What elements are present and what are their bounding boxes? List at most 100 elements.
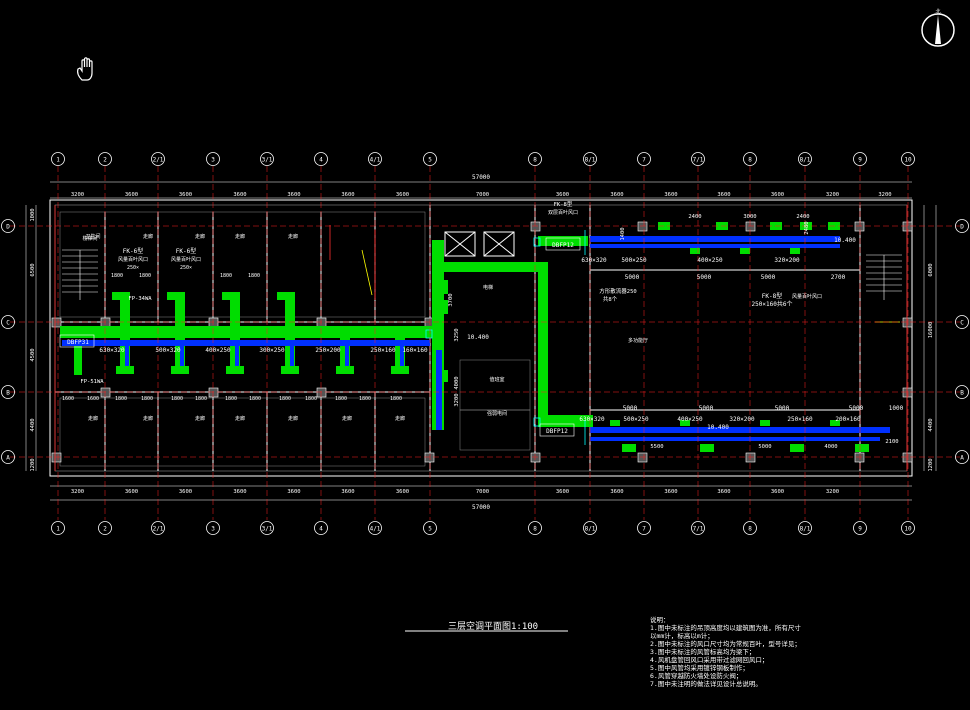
dim-bottom: 3600 — [771, 489, 784, 495]
grid-bubble — [98, 152, 112, 166]
note-line: 说明： — [650, 616, 670, 624]
room-label: 电梯 — [483, 284, 493, 291]
dim-bottom: 3600 — [610, 489, 623, 495]
grid-bubble — [260, 152, 274, 166]
grid-bubble — [206, 152, 220, 166]
grid-bubble-label: 2/1 — [153, 526, 164, 533]
grid-bubble-label: 1 — [56, 526, 60, 533]
dim-top: 3600 — [556, 192, 569, 198]
duct-size-left: 400×250 — [205, 347, 231, 354]
dbfp-left-label: DBFP31 — [67, 339, 89, 346]
dim-top: 3600 — [664, 192, 677, 198]
misc-dim: 2100 — [885, 439, 898, 445]
fp-left-label: FP-34WA — [128, 296, 152, 302]
duct-size-top: 320×200 — [774, 257, 800, 264]
dim-right: 1200 — [928, 458, 934, 471]
dim-bottom: 3600 — [717, 489, 730, 495]
dim-right: 16000 — [928, 322, 934, 339]
grid-bubble — [583, 152, 597, 166]
unit-dim: 1800 — [220, 273, 232, 279]
unit-dim: 1800 — [171, 396, 183, 402]
pan-hand-icon[interactable] — [74, 56, 100, 82]
unit-dim: 1600 — [87, 396, 99, 402]
duct-size-left: 250×200 — [315, 347, 341, 354]
room-label: 走廊 — [395, 415, 405, 422]
grid-bubble — [637, 152, 651, 166]
diffuser-label: 方形散流器250 — [599, 287, 636, 295]
duct-length-top: 2700 — [831, 274, 846, 281]
fk-top-label: FK-8型 — [554, 200, 573, 208]
dim-bottom: 3600 — [125, 489, 138, 495]
duct-size-left: 250×160 — [370, 347, 396, 354]
fk-label: FK-6型 — [176, 247, 196, 255]
dim-left: 4400 — [30, 418, 36, 431]
grid-bubble — [1, 385, 15, 399]
dim-top: 3600 — [233, 192, 246, 198]
unit-dim: 1800 — [249, 396, 261, 402]
fk-label: FK-6型 — [123, 247, 143, 255]
dim-right: 6000 — [928, 263, 934, 276]
duct-network-blue — [62, 236, 890, 441]
dim-left: 1000 — [30, 208, 36, 221]
duct-size-left: 630×320 — [99, 347, 125, 354]
design-notes: 说明：1.图中未标注的吊顶高度均以建筑图为准，所有尺寸 以mm计，标高以m计；2… — [650, 616, 950, 688]
duct-fittings — [425, 230, 586, 445]
grid-bubble — [743, 521, 757, 535]
note-line: 以mm计，标高以m计； — [650, 632, 714, 640]
duct-length-top: 5000 — [761, 274, 776, 281]
fk-label: FK-8型 — [762, 292, 782, 300]
grid-bubble — [314, 152, 328, 166]
dim-left: 6500 — [30, 263, 36, 276]
grid-bubble — [51, 152, 65, 166]
dim-bottom: 3600 — [556, 489, 569, 495]
grid-bubble-label: 10 — [904, 157, 912, 164]
page-title: 三层空调平面图1:100 — [448, 622, 539, 632]
grid-bubble-label: 4/1 — [370, 526, 381, 533]
duct-size-bottom: 500×250 — [623, 416, 649, 423]
fk-sub-label: 风量百叶风口 — [171, 256, 201, 263]
grid-bubble — [260, 521, 274, 535]
note-line: 3.图中未标注的风管标高均为梁下； — [650, 648, 756, 656]
dim-bottom: 3600 — [396, 489, 409, 495]
unit-dim: 1800 — [115, 396, 127, 402]
note-line: 1.图中未标注的吊顶高度均以建筑图为准，所有尺寸 — [650, 624, 801, 632]
dbfp-bottom-label: DBFP12 — [546, 428, 568, 435]
duct-length-bottom: 5000 — [849, 405, 864, 412]
duct-length-bottom: 5000 — [623, 405, 638, 412]
duct-length-bottom: 5000 — [699, 405, 714, 412]
grid-bubble-label: C — [960, 320, 964, 327]
grid-bubble-label: 2 — [103, 157, 107, 164]
grid-bubble-label: 7 — [642, 526, 646, 533]
misc-dim: 4000 — [824, 444, 837, 450]
room-label: 走廊 — [235, 415, 245, 422]
grid-bubble — [206, 521, 220, 535]
duct-size-left: 160×160 — [402, 347, 428, 354]
misc-dim: 2480 — [804, 221, 810, 234]
grid-bubble — [368, 152, 382, 166]
dim-top: 3600 — [179, 192, 192, 198]
dim-bottom: 3200 — [826, 489, 839, 495]
grid-bubble-label: 8/1 — [800, 526, 811, 533]
grid-bubble — [691, 521, 705, 535]
grid-bubble — [423, 152, 437, 166]
grid-bubble — [743, 152, 757, 166]
grid-bubble — [691, 152, 705, 166]
grid-bubble — [901, 152, 915, 166]
grid-bubble — [1, 450, 15, 464]
dim-top: 3200 — [71, 192, 84, 198]
grid-bubble-label: 10 — [904, 526, 912, 533]
grid-bubble — [151, 521, 165, 535]
misc-dim: 2400 — [796, 214, 809, 220]
room-label: 多功能厅 — [628, 337, 648, 344]
grid-bubble — [368, 521, 382, 535]
dim-bottom: 3600 — [664, 489, 677, 495]
grid-bubble-label: 4 — [319, 526, 323, 533]
misc-dim: 3700 — [448, 293, 454, 306]
duct-length-top: 5000 — [625, 274, 640, 281]
note-line: 5.图中风管均采用镀锌钢板制作； — [650, 664, 749, 672]
dim-top: 3600 — [771, 192, 784, 198]
room-label: 走廊 — [88, 415, 98, 422]
elevation-label: 10.400 — [707, 424, 729, 431]
